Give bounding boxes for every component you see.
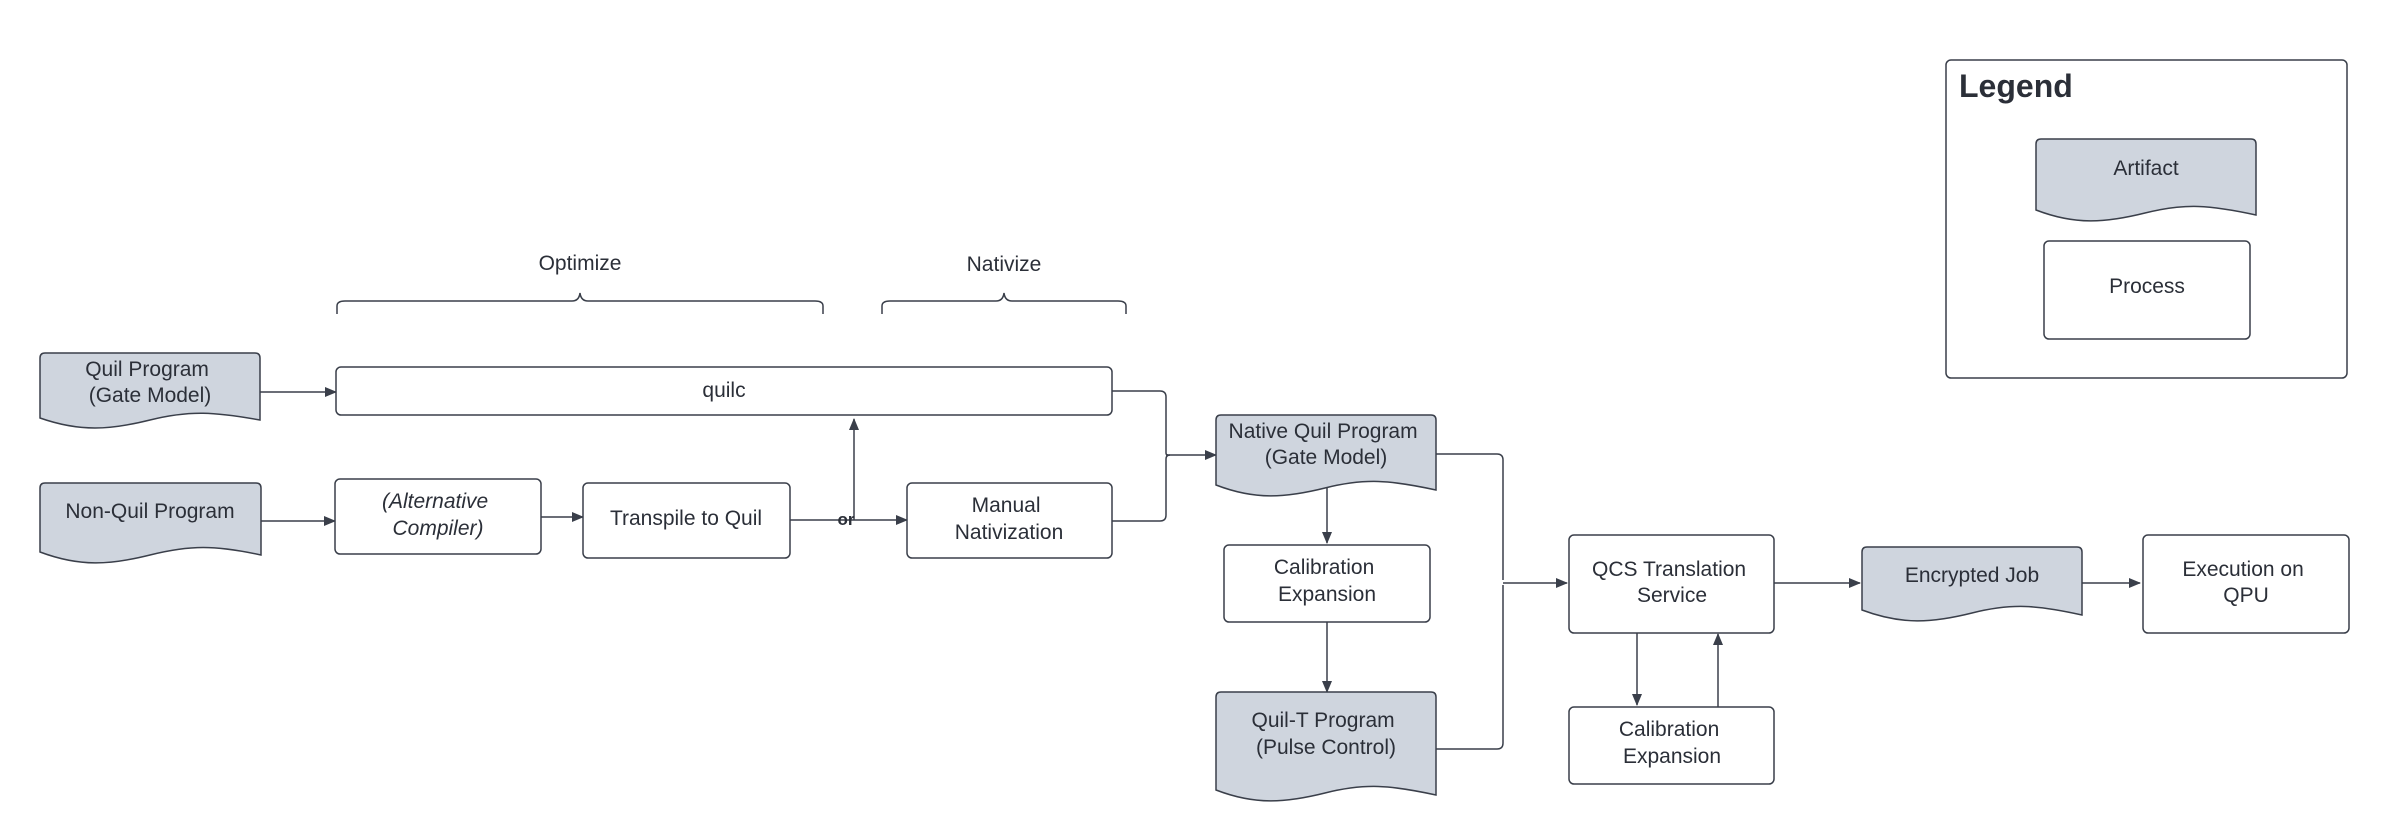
svg-text:Quil-T Program (Pulse Co: Quil-T Program (Pulse Control) [1252,709,1401,759]
process-altcompiler-line1: (Alternative [382,490,488,513]
line-quilt-to-qcs [1436,585,1504,750]
legend-title: Legend [1959,68,2073,104]
artifact-quilt-line2: (Pulse Control) [1256,736,1396,759]
process-calexp-right-line2: Expansion [1623,745,1721,768]
svg-text:Encrypted Job: Encrypted Job [1905,564,2039,587]
legend-process-label: Process [2109,275,2185,298]
legend: Legend Artifact Process [1945,59,2348,379]
process-calibration-expansion-right: Calibration Expansion [1568,706,1775,785]
line-native-to-qcs [1436,453,1504,580]
svg-text:Transpile to Quil: Transpile to Quil [610,507,762,530]
process-execution-line2: QPU [2223,584,2269,607]
svg-text:Quil Program (Gate Model: Quil Program (Gate Model) [85,358,215,407]
artifact-quil-program-line1: Quil Program [85,358,209,381]
process-quilc-line1: quilc [702,379,745,402]
line-manual-to-native [1112,454,1171,522]
process-execution-line1: Execution on [2182,558,2303,581]
svg-text:Calibration Expansion: Calibration Expansion [1274,556,1380,606]
process-calexp-left-line1: Calibration [1274,556,1374,579]
process-manual-nativization: Manual Nativization [906,482,1113,559]
svg-text:Native Quil Program (Gat: Native Quil Program (Gate Model) [1229,420,1424,469]
legend-artifact-shape [2035,138,2257,222]
process-qcs-line1: QCS Translation [1592,558,1746,581]
line-quilc-to-native [1112,390,1169,456]
process-calibration-expansion-left: Calibration Expansion [1223,544,1431,623]
artifact-quilt-line1: Quil-T Program [1252,709,1395,732]
process-qcs-line2: Service [1637,584,1707,607]
nativize-brace [881,292,1127,314]
process-quilc: quilc [335,366,1113,416]
process-calexp-right-line1: Calibration [1619,718,1719,741]
connectors [260,387,2141,750]
process-transpile-line1: Transpile to Quil [610,507,762,530]
artifact-encrypted-job: Encrypted Job [1861,546,2083,622]
svg-text:Non-Quil Program: Non-Quil Program [65,500,234,523]
optimize-label: Optimize [539,252,622,275]
process-altcompiler-line2: Compiler) [392,517,483,540]
process-execution-on-qpu: Execution on QPU [2142,534,2350,634]
legend-process-shape [2043,240,2251,340]
artifact-non-quil-program: Non-Quil Program [39,482,262,564]
svg-text:Execution on QPU: Execution on QPU [2182,558,2309,607]
artifact-native-quil-program: Native Quil Program (Gate Model) [1215,414,1437,497]
process-transpile-to-quil: Transpile to Quil [582,482,791,559]
legend-artifact-label: Artifact [2113,157,2179,180]
svg-text:QCS Translation Service: QCS Translation Service [1592,558,1752,607]
process-calexp-left-line2: Expansion [1278,583,1376,606]
artifact-non-quil-program-line1: Non-Quil Program [65,500,234,523]
or-label: or [838,510,855,529]
artifact-quil-program-line2: (Gate Model) [89,384,212,407]
artifact-quil-program: Quil Program (Gate Model) [39,352,261,429]
process-manual-line2: Nativization [955,521,1064,544]
svg-text:(Alternative Compiler): (Alternative Compiler) [382,490,494,540]
process-alternative-compiler: (Alternative Compiler) [334,478,542,555]
nativize-label: Nativize [967,253,1042,276]
svg-text:quilc: quilc [702,379,745,402]
process-manual-line1: Manual [972,494,1041,517]
artifact-native-quil-line2: (Gate Model) [1265,446,1388,469]
svg-text:Calibration Expansion: Calibration Expansion [1619,718,1725,768]
artifact-native-quil-line1: Native Quil Program [1229,420,1418,443]
artifact-encrypted-job-line1: Encrypted Job [1905,564,2039,587]
svg-text:Manual Nativization: Manual Nativization [955,494,1064,544]
process-qcs-translation-service: QCS Translation Service [1568,534,1775,634]
optimize-brace [336,292,824,314]
artifact-quilt-program: Quil-T Program (Pulse Control) [1215,691,1437,802]
